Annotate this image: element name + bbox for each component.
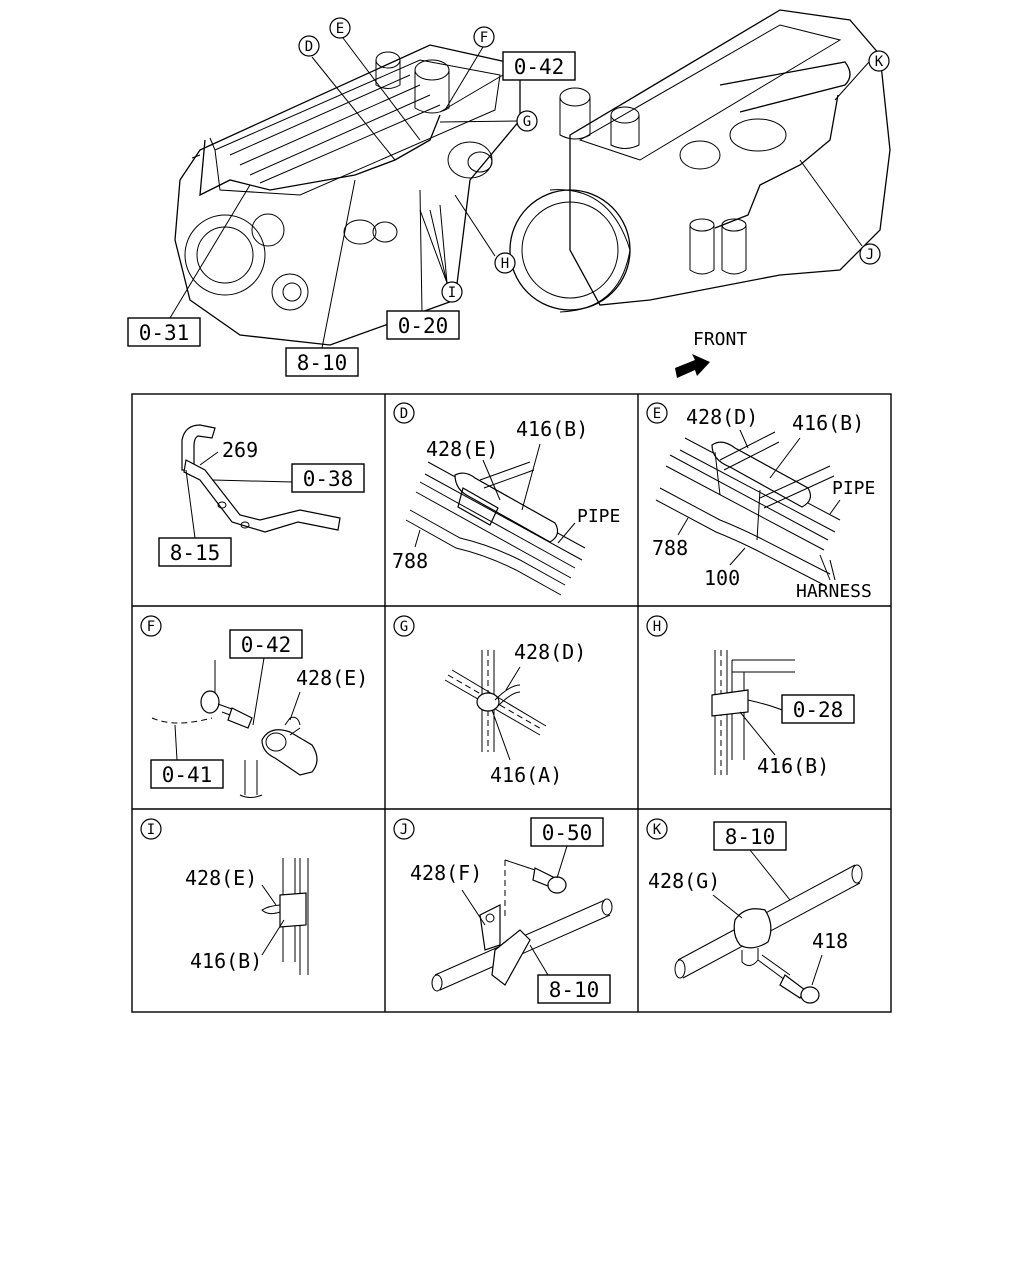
- svg-text:418: 418: [812, 929, 848, 953]
- svg-text:K: K: [653, 822, 662, 838]
- callout-h: H: [494, 252, 516, 274]
- detail-panel-e: E 428(D) 416(B) PIPE 788 100 HARNESS: [646, 402, 875, 602]
- svg-text:0-38: 0-38: [303, 467, 354, 491]
- engine-illustration-left: [174, 44, 521, 346]
- svg-text:E: E: [653, 406, 661, 422]
- svg-text:428(E): 428(E): [296, 666, 368, 690]
- svg-text:F: F: [147, 619, 155, 635]
- svg-text:PIPE: PIPE: [832, 478, 875, 499]
- svg-text:0-42: 0-42: [241, 633, 292, 657]
- front-arrow-icon: [675, 354, 710, 378]
- svg-text:G: G: [400, 619, 408, 635]
- svg-text:416(B): 416(B): [190, 949, 262, 973]
- detail-panel-bracket: 269 0-38 8-15: [158, 424, 365, 567]
- svg-text:0-20: 0-20: [398, 314, 449, 338]
- svg-text:8-15: 8-15: [170, 541, 221, 565]
- detail-panel-f: F 0-42 428(E) 0-41: [140, 615, 368, 798]
- svg-text:416(B): 416(B): [516, 417, 588, 441]
- svg-text:428(F): 428(F): [410, 861, 482, 885]
- svg-text:428(E): 428(E): [426, 437, 498, 461]
- detail-panel-j: J 0-50 428(F) 8-10: [393, 817, 613, 1004]
- front-indicator: FRONT: [675, 329, 747, 378]
- callout-i: I: [441, 281, 463, 303]
- svg-text:F: F: [480, 30, 488, 46]
- ref-box-0-42-top: 0-42: [502, 51, 576, 81]
- detail-panel-h: H 0-28 416(B): [646, 615, 855, 778]
- svg-text:H: H: [653, 619, 661, 635]
- callout-g: G: [516, 110, 538, 132]
- svg-text:269: 269: [222, 438, 258, 462]
- svg-text:416(B): 416(B): [792, 411, 864, 435]
- svg-text:I: I: [147, 822, 155, 838]
- svg-text:D: D: [400, 406, 408, 422]
- svg-text:8-10: 8-10: [549, 978, 600, 1002]
- detail-panel-d: D 428(E) 416(B) PIPE 788: [392, 402, 620, 596]
- ref-box-0-20: 0-20: [386, 310, 460, 340]
- svg-text:J: J: [400, 822, 408, 838]
- svg-text:H: H: [501, 256, 509, 272]
- svg-text:PIPE: PIPE: [577, 506, 620, 527]
- svg-text:788: 788: [652, 536, 688, 560]
- svg-text:HARNESS: HARNESS: [796, 581, 872, 602]
- callout-d: D: [298, 35, 320, 57]
- svg-text:8-10: 8-10: [297, 351, 348, 375]
- overview-leaders: [169, 37, 870, 349]
- svg-text:FRONT: FRONT: [693, 329, 747, 350]
- ref-box-0-31: 0-31: [127, 317, 201, 347]
- svg-text:8-10: 8-10: [725, 825, 776, 849]
- engine-illustration-right: [509, 9, 891, 313]
- callout-k: K: [868, 50, 890, 72]
- overview-callouts: D E F G H I J K: [298, 17, 890, 303]
- svg-text:100: 100: [704, 566, 740, 590]
- svg-text:428(E): 428(E): [185, 866, 257, 890]
- svg-text:G: G: [523, 114, 531, 130]
- detail-panel-i: I 428(E) 416(B): [140, 818, 309, 975]
- svg-text:416(B): 416(B): [757, 754, 829, 778]
- svg-text:K: K: [875, 54, 884, 70]
- callout-f: F: [473, 26, 495, 48]
- svg-text:0-41: 0-41: [162, 763, 213, 787]
- svg-text:E: E: [336, 21, 344, 37]
- callout-j: J: [859, 243, 881, 265]
- detail-panel-k: K 8-10 428(G) 418: [646, 818, 863, 1004]
- svg-text:0-50: 0-50: [542, 821, 593, 845]
- overview-ref-boxes: 0-42 0-31 8-10 0-20: [127, 51, 576, 377]
- svg-text:428(G): 428(G): [648, 869, 720, 893]
- detail-panel-g: G 428(D) 416(A): [393, 615, 586, 787]
- svg-text:D: D: [305, 39, 313, 55]
- svg-text:I: I: [448, 285, 456, 301]
- svg-text:0-42: 0-42: [514, 55, 565, 79]
- svg-text:788: 788: [392, 549, 428, 573]
- svg-text:J: J: [866, 247, 874, 263]
- callout-e: E: [329, 17, 351, 39]
- svg-text:428(D): 428(D): [514, 640, 586, 664]
- svg-text:0-28: 0-28: [793, 698, 844, 722]
- svg-text:0-31: 0-31: [139, 321, 190, 345]
- svg-text:416(A): 416(A): [490, 763, 562, 787]
- ref-box-8-10-top: 8-10: [285, 347, 359, 377]
- detail-grid: [131, 393, 892, 1013]
- svg-text:428(D): 428(D): [686, 405, 758, 429]
